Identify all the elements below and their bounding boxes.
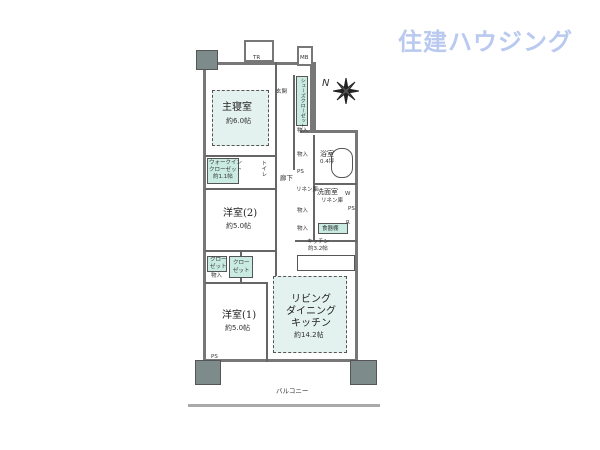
washroom-label: 洗面室 [317, 188, 338, 196]
bathtub [331, 148, 353, 178]
storage-label: 物入 [297, 208, 309, 214]
balcony-label: バルコニー [276, 387, 309, 395]
linen-label: リネン庫 [296, 187, 319, 193]
tr-box [244, 40, 274, 62]
walkin-closet-label-2: クローゼット [209, 167, 243, 173]
closet-label-2b: ゼット [233, 268, 250, 274]
mb-label: MB [300, 55, 309, 61]
ldk-label-3: キッチン [291, 318, 331, 329]
shoe-closet-label: シューズクローゼット [299, 78, 306, 128]
company-logo: 住建ハウジング [398, 28, 573, 56]
ps-label: PS [297, 169, 304, 175]
linen-label-2: リネン庫 [321, 198, 344, 204]
closet-label-1: クロー [210, 257, 227, 263]
kitchen-size: 約3.2帖 [308, 246, 328, 252]
cupboard-area [318, 223, 348, 234]
walkin-closet-label: ウォークイン [209, 160, 243, 166]
cupboard-label: 食器棚 [322, 226, 339, 232]
mb-box [297, 46, 313, 66]
compass-north-label: N [322, 78, 330, 89]
kitchen-counter [297, 255, 355, 271]
pillar [195, 360, 221, 385]
closet-area-1 [207, 256, 227, 272]
western-room-1-label: 洋室(1) [222, 310, 257, 321]
ldk-area [273, 276, 347, 353]
storage-label: 物入 [297, 128, 309, 134]
toilet-label: トイレ [260, 160, 267, 177]
western-room-1-size: 約5.0帖 [225, 324, 251, 332]
pillar [196, 50, 218, 70]
walkin-closet-area [207, 158, 239, 184]
western-room-2-size: 約5.0帖 [226, 222, 252, 230]
western-room-2-label: 洋室(2) [223, 208, 258, 219]
closet-label-2: クロー [233, 260, 250, 266]
shoe-closet-area [296, 76, 308, 126]
ldk-size: 約14.2帖 [294, 331, 324, 339]
hallway-label: 廊下 [280, 174, 293, 182]
closet-label-1b: ゼット [210, 264, 227, 270]
balcony-rail [188, 404, 380, 407]
washer-label: W [345, 191, 351, 197]
ps-label-2: PS [348, 206, 355, 212]
bath-label: 浴室 [320, 150, 334, 158]
wall-segment [310, 62, 316, 133]
storage-label: 物入 [211, 273, 223, 279]
ps-label-3: PS [211, 354, 218, 360]
ldk-label-2: ダイニング [286, 306, 336, 317]
tr-label: TR [253, 55, 261, 61]
master-bedroom-size: 約6.0帖 [226, 117, 252, 125]
entrance-label: 玄関 [276, 89, 288, 95]
kitchen-label: キッチン [307, 239, 330, 245]
storage-label: 物入 [297, 152, 309, 158]
ldk-label-1: リビング [291, 294, 331, 305]
fridge-label: R [346, 220, 350, 226]
bath-size: 0.4坪 [320, 159, 335, 165]
pillar [350, 360, 377, 385]
master-bedroom-area [212, 90, 269, 146]
compass-icon [332, 77, 360, 105]
master-bedroom-label: 主寝室 [222, 102, 252, 113]
walkin-closet-size: 約1.1帖 [213, 174, 233, 180]
storage-label: 物入 [297, 226, 309, 232]
closet-area-2 [229, 256, 253, 278]
